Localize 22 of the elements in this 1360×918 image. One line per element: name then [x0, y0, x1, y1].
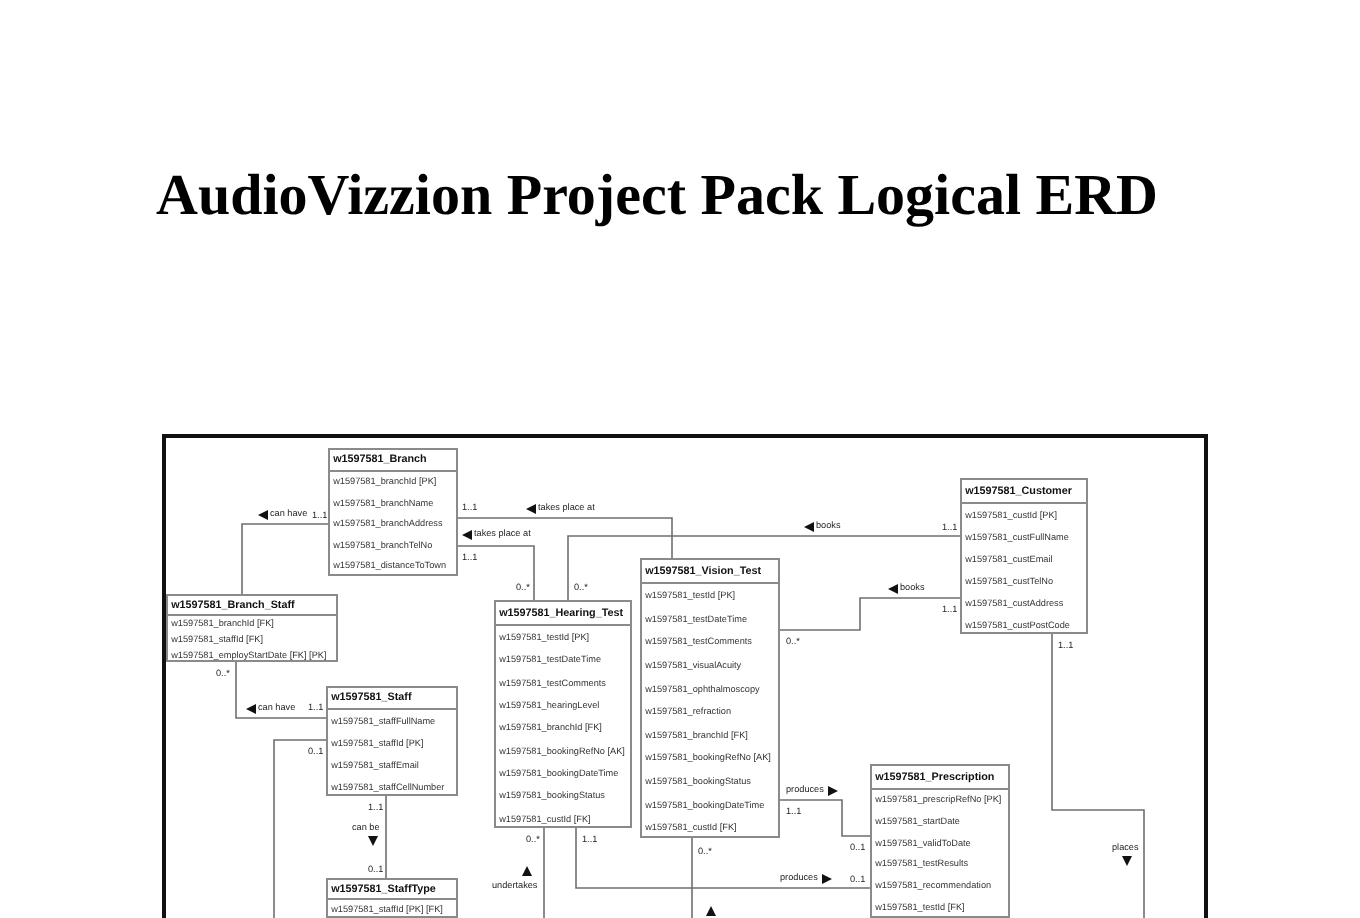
- entity-box: [870, 764, 1010, 918]
- relationship-line: [235, 661, 327, 719]
- relationship-line: [575, 827, 871, 889]
- entity-box: [494, 600, 632, 828]
- relationship-line: [385, 795, 387, 879]
- relationship-line: [273, 739, 327, 918]
- relationship-line: [457, 545, 535, 601]
- relationship-line: [543, 827, 545, 918]
- entity-box: [640, 558, 780, 838]
- entity-box: [328, 448, 458, 576]
- relationship-line: [567, 535, 961, 601]
- entity-box: [326, 686, 458, 796]
- relationship-line: [691, 837, 693, 918]
- entity-box: [960, 478, 1088, 634]
- relationship-line: [779, 799, 871, 837]
- diagram-title: AudioVizzion Project Pack Logical ERD: [156, 168, 1159, 226]
- relationship-line: [241, 523, 329, 595]
- entity-box: [326, 878, 458, 918]
- entity-box: [166, 594, 338, 662]
- relationship-line: [1051, 633, 1145, 918]
- relationship-line: [779, 597, 961, 631]
- relationship-line: [457, 517, 673, 559]
